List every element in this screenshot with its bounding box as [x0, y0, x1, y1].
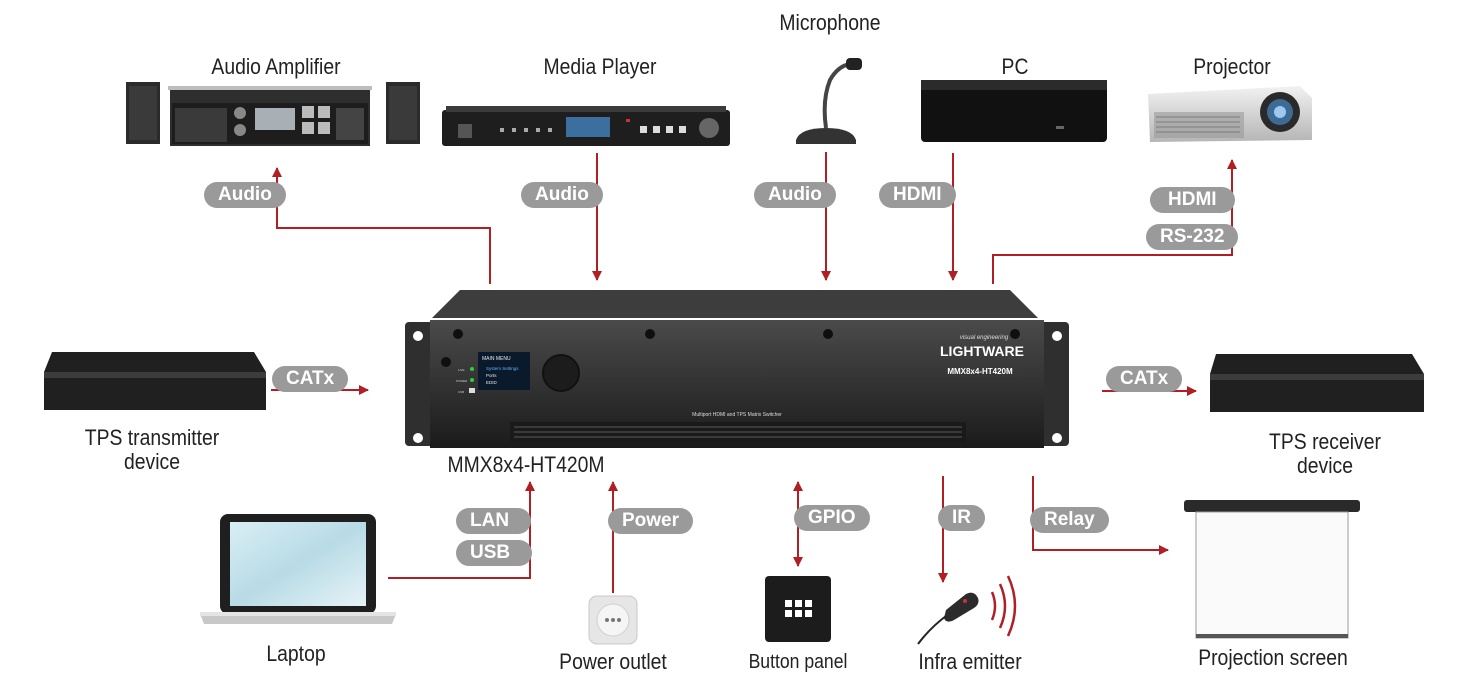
label-laptop: Laptop — [266, 641, 326, 666]
label-tps-transmitter: TPS transmitter device — [84, 425, 220, 474]
tag-rx-catx: CATx — [1106, 366, 1183, 392]
tag-ir: IR — [938, 505, 985, 531]
infra-emitter-icon — [917, 575, 1017, 645]
arrow-projector — [992, 159, 1237, 284]
microphone-icon — [796, 58, 862, 144]
tag-player-audio: Audio — [521, 182, 603, 208]
audio-amplifier-icon — [126, 82, 420, 146]
tag-relay: Relay — [1030, 507, 1109, 533]
tag-mic-audio: Audio — [754, 182, 836, 208]
label-button-panel: Button panel — [748, 651, 848, 673]
power-outlet-icon — [588, 595, 638, 645]
label-projector: Projector — [1193, 54, 1271, 79]
front-subtitle: Multiport HDMI and TPS Matrix Switcher — [692, 412, 782, 418]
label-power-outlet: Power outlet — [559, 649, 667, 674]
led-power-label: POWER — [456, 379, 468, 383]
projection-screen-icon — [1184, 500, 1360, 639]
label-infra-emitter: Infra emitter — [918, 649, 1022, 674]
media-player-icon — [442, 106, 730, 146]
tps-transmitter-icon — [44, 352, 266, 410]
tag-proj-hdmi: HDMI — [1150, 187, 1235, 213]
brand-logo: LIGHTWARE — [940, 343, 1024, 359]
tag-amp-audio: Audio — [204, 182, 286, 208]
menu-item-0: System Settings — [486, 366, 519, 371]
label-pc: PC — [1001, 54, 1029, 79]
laptop-icon — [200, 514, 396, 624]
label-projection-screen: Projection screen — [1198, 645, 1348, 670]
label-media-player: Media Player — [543, 54, 657, 79]
menu-item-1: Ports — [486, 373, 497, 378]
label-main-device: MMX8x4-HT420M — [447, 452, 605, 477]
brand-tagline: visual engineering — [960, 335, 1009, 341]
label-tps-receiver: TPS receiver device — [1269, 429, 1381, 478]
button-panel-icon — [765, 576, 831, 642]
tag-laptop-lan: LAN — [456, 508, 532, 534]
pc-icon — [921, 80, 1107, 142]
menu-item-2: EDID — [486, 380, 498, 385]
arrow-amp-audio — [272, 167, 491, 284]
led-live-label: LIVE — [458, 368, 465, 372]
tag-pc-hdmi: HDMI — [879, 182, 956, 208]
front-model-label: MMX8x4-HT420M — [947, 367, 1013, 376]
led-usb-label: USB — [458, 390, 464, 394]
tag-laptop-usb: USB — [456, 540, 533, 566]
tag-proj-rs232: RS-232 — [1146, 224, 1239, 250]
vent-grille — [514, 426, 962, 438]
tag-power: Power — [608, 508, 694, 534]
tag-gpio: GPIO — [794, 505, 870, 531]
menu-title: MAIN MENU — [482, 356, 511, 362]
tps-receiver-icon — [1210, 354, 1424, 412]
arrow-relay — [1032, 476, 1169, 555]
tag-tx-catx: CATx — [272, 366, 349, 392]
projector-icon — [1148, 86, 1312, 142]
arrow-laptop — [388, 481, 535, 579]
label-microphone: Microphone — [779, 10, 881, 35]
label-audio-amplifier: Audio Amplifier — [211, 54, 341, 79]
matrix-switcher-icon: MAIN MENU System Settings Ports EDID LIV… — [405, 290, 1069, 448]
